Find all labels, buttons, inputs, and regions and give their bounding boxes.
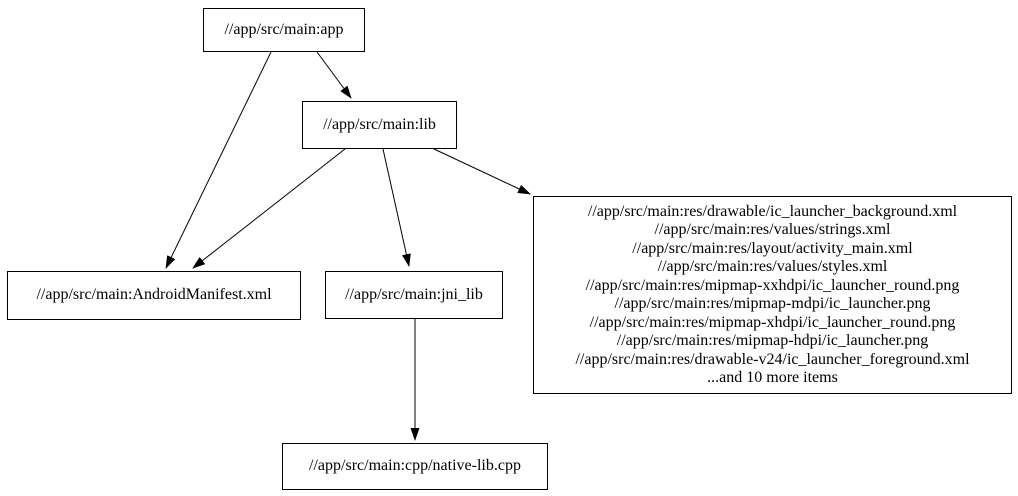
edge-lib-to-jni-lib xyxy=(382,148,411,267)
node-lib-label: //app/src/main:lib xyxy=(323,115,436,133)
node-resources-filegroup: //app/src/main:res/drawable/ic_launcher_… xyxy=(533,196,1012,394)
node-android-manifest: //app/src/main:AndroidManifest.xml xyxy=(7,271,301,320)
node-lib: //app/src/main:lib xyxy=(302,101,457,149)
edge-app-to-lib xyxy=(316,51,352,99)
edge-lib-to-android-manifest xyxy=(192,148,346,269)
edge-app-to-android-manifest xyxy=(165,51,272,269)
node-android-manifest-label: //app/src/main:AndroidManifest.xml xyxy=(36,286,272,304)
node-native-lib-cpp: //app/src/main:cpp/native-lib.cpp xyxy=(282,443,548,490)
node-app: //app/src/main:app xyxy=(203,8,365,52)
node-native-lib-cpp-label: //app/src/main:cpp/native-lib.cpp xyxy=(309,457,521,475)
node-jni-lib-label: //app/src/main:jni_lib xyxy=(345,285,483,303)
node-jni-lib: //app/src/main:jni_lib xyxy=(325,271,503,319)
node-app-label: //app/src/main:app xyxy=(224,20,344,38)
node-resources-filegroup-label: //app/src/main:res/drawable/ic_launcher_… xyxy=(575,202,970,387)
edge-lib-to-resources xyxy=(433,148,531,195)
